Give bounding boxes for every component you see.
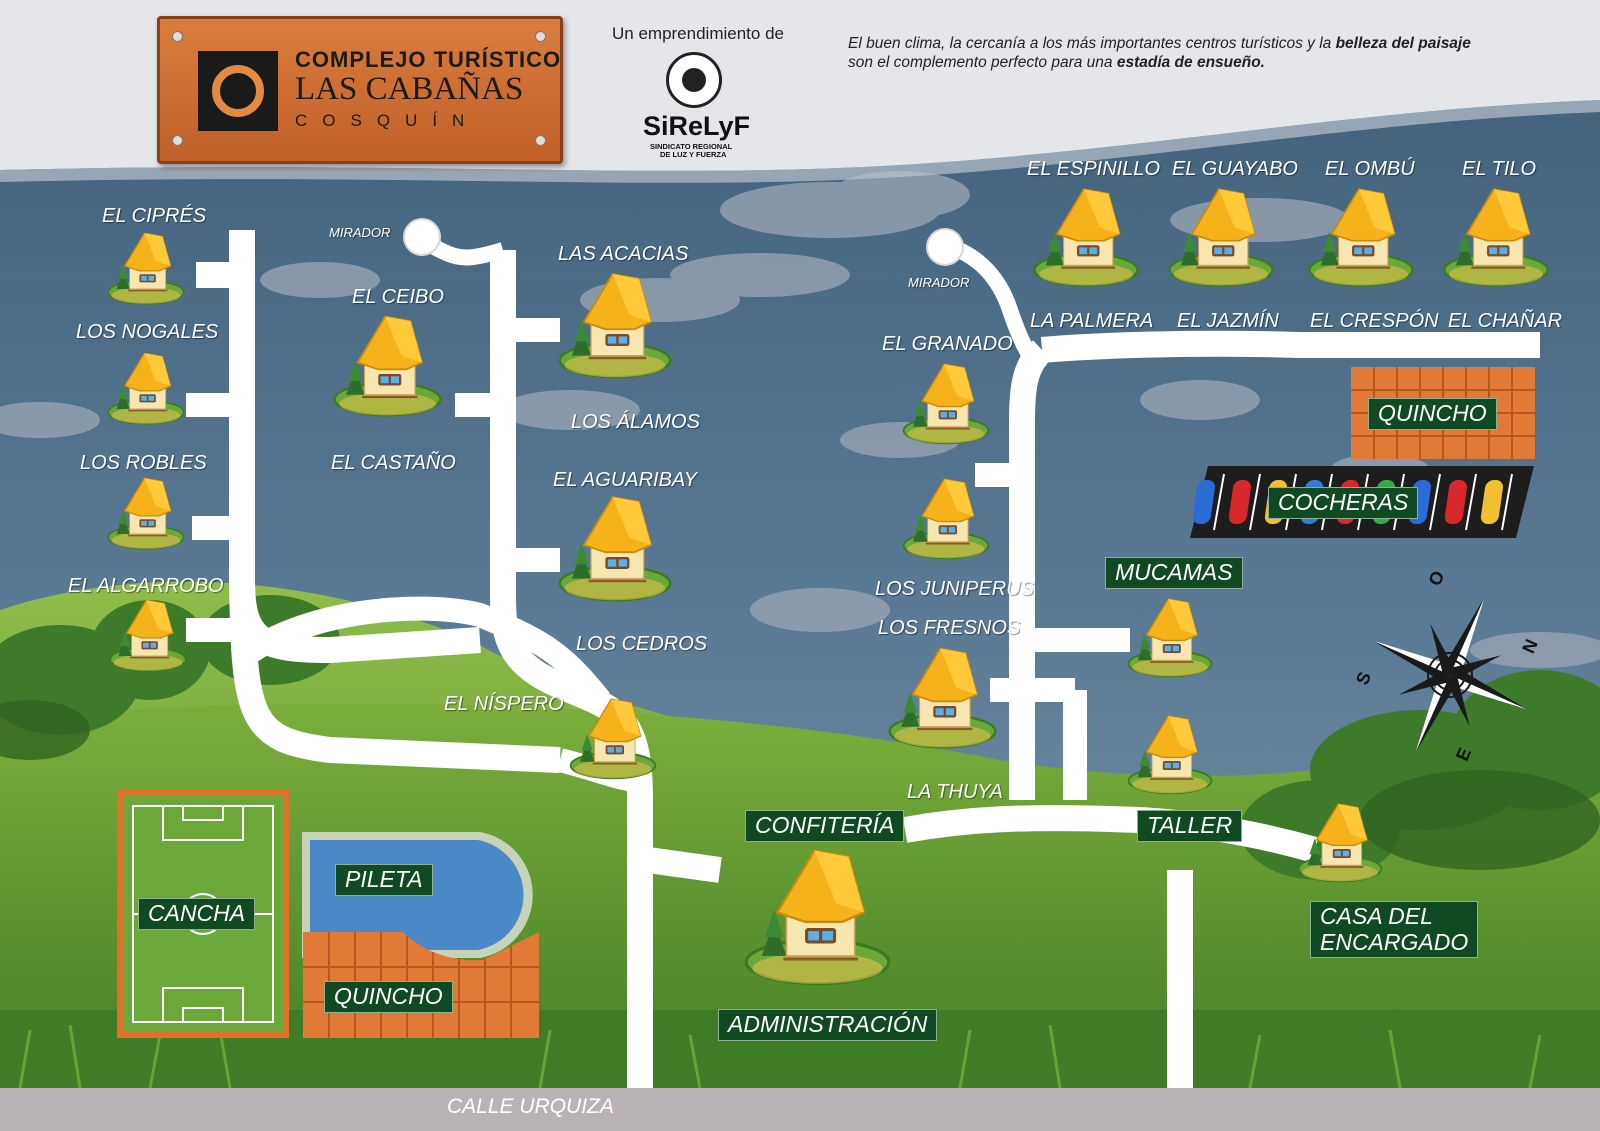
label-los-juniperus: LOS JUNIPERUS [875,578,1034,600]
cabin-el-ombu-icon[interactable] [1305,178,1417,290]
label-el-chanar: EL CHAÑAR [1448,310,1563,332]
taller-label: TALLER [1137,810,1243,842]
cabin-el-guayabo-icon[interactable] [1165,178,1277,290]
logo-line-1: COMPLEJO TURÍSTICO [295,47,562,72]
union-emblem-icon [666,52,722,108]
cocheras-label: COCHERAS [1268,487,1419,519]
cabin-el-cipres-icon[interactable] [105,225,187,307]
label-los-cedros: LOS CEDROS [576,633,708,655]
mucamas-label: MUCAMAS [1105,557,1243,589]
nail-icon [535,135,546,146]
cabin-los-fresnos-icon[interactable] [885,637,1000,752]
street-name: CALLE URQUIZA [447,1095,614,1118]
nail-icon [172,135,183,146]
cabin-administracion-icon[interactable] [740,835,895,990]
cabin-los-juniperus-icon[interactable] [900,470,992,562]
label-los-alamos: LOS ÁLAMOS [571,411,700,433]
sponsor-subtitle-1: SINDICATO REGIONAL [650,142,733,151]
cabin-taller-icon[interactable] [1125,707,1215,797]
cabin-los-robles-icon[interactable] [105,470,187,552]
label-los-nogales: LOS NOGALES [76,321,219,343]
administracion-label: ADMINISTRACIÓN [718,1009,938,1041]
cabin-el-granado-icon[interactable] [900,355,992,447]
cabin-las-acacias-icon[interactable] [555,262,675,382]
quincho-label-west: QUINCHO [324,981,453,1013]
tagline-bold-2: estadía de ensueño. [1116,54,1265,71]
mirador-label-west: MIRADOR [329,225,391,240]
complex-logo-sign: COMPLEJO TURÍSTICO LAS CABAÑAS COSQUÍN [157,16,563,164]
logo-line-2: LAS CABAÑAS [295,71,524,107]
sponsor-name: SiReLyF [643,111,751,141]
street-bar [0,1088,1600,1131]
label-el-aguaribay: EL AGUARIBAY [553,469,698,491]
mirador-pin-east[interactable] [926,228,964,266]
quincho-label-east: QUINCHO [1368,398,1497,430]
cabin-casa-encargado-icon[interactable] [1295,795,1385,885]
label-el-algarrobo: EL ALGARROBO [68,575,224,597]
pileta-label: PILETA [335,864,433,896]
sponsor-intro: Un emprendimiento de [612,24,784,43]
sponsor-subtitle-2: DE LUZ Y FUERZA [660,150,727,159]
label-la-palmera: LA PALMERA [1030,310,1154,332]
casa-encargado-line-1: CASA DEL [1320,903,1433,929]
label-las-acacias: LAS ACACIAS [558,243,689,265]
logo-line-3: COSQUÍN [295,111,480,130]
mirador-label-east: MIRADOR [908,275,970,290]
cabin-el-aguaribay-icon[interactable] [555,485,675,605]
label-los-fresnos: LOS FRESNOS [878,617,1021,639]
tagline-bold-1: belleza del paisaje [1335,35,1471,52]
tagline: El buen clima, la cercanía a los más imp… [848,34,1488,72]
nail-icon [172,31,183,42]
cabin-el-tilo-icon[interactable] [1440,178,1552,290]
cabin-el-nispero-icon[interactable] [567,690,659,782]
label-los-robles: LOS ROBLES [80,452,207,474]
cabin-el-ceibo-icon[interactable] [330,305,445,420]
tagline-part-1: El buen clima, la cercanía a los más imp… [848,35,1336,52]
label-el-espinillo: EL ESPINILLO [1027,158,1161,180]
gear-sun-logo-icon [198,51,278,131]
label-el-cipres: EL CIPRÉS [102,205,207,227]
label-el-nispero: EL NÍSPERO [444,693,564,715]
casa-encargado-line-2: ENCARGADO [1320,929,1469,955]
cabin-el-algarrobo-icon[interactable] [107,592,189,674]
label-el-crespon: EL CRESPÓN [1310,310,1439,332]
label-el-jazmin: EL JAZMÍN [1177,310,1279,332]
mirador-pin-west[interactable] [403,218,441,256]
label-el-granado: EL GRANADO [882,333,1013,355]
tagline-part-2: son el complemento perfecto para una [848,54,1117,71]
label-la-thuya: LA THUYA [907,781,1003,803]
cancha-label: CANCHA [138,898,256,930]
label-el-ceibo: EL CEIBO [352,286,444,308]
label-el-tilo: EL TILO [1462,158,1537,180]
label-el-guayabo: EL GUAYABO [1172,158,1298,180]
compass-rose-icon [1372,597,1528,753]
cabin-los-nogales-icon[interactable] [105,345,187,427]
confiteria-label: CONFITERÍA [745,810,905,842]
label-el-ombu: EL OMBÚ [1325,158,1415,180]
cabin-el-espinillo-icon[interactable] [1030,178,1142,290]
nail-icon [535,31,546,42]
label-el-castano: EL CASTAÑO [331,452,456,474]
cabin-mucamas-icon[interactable] [1125,590,1215,680]
